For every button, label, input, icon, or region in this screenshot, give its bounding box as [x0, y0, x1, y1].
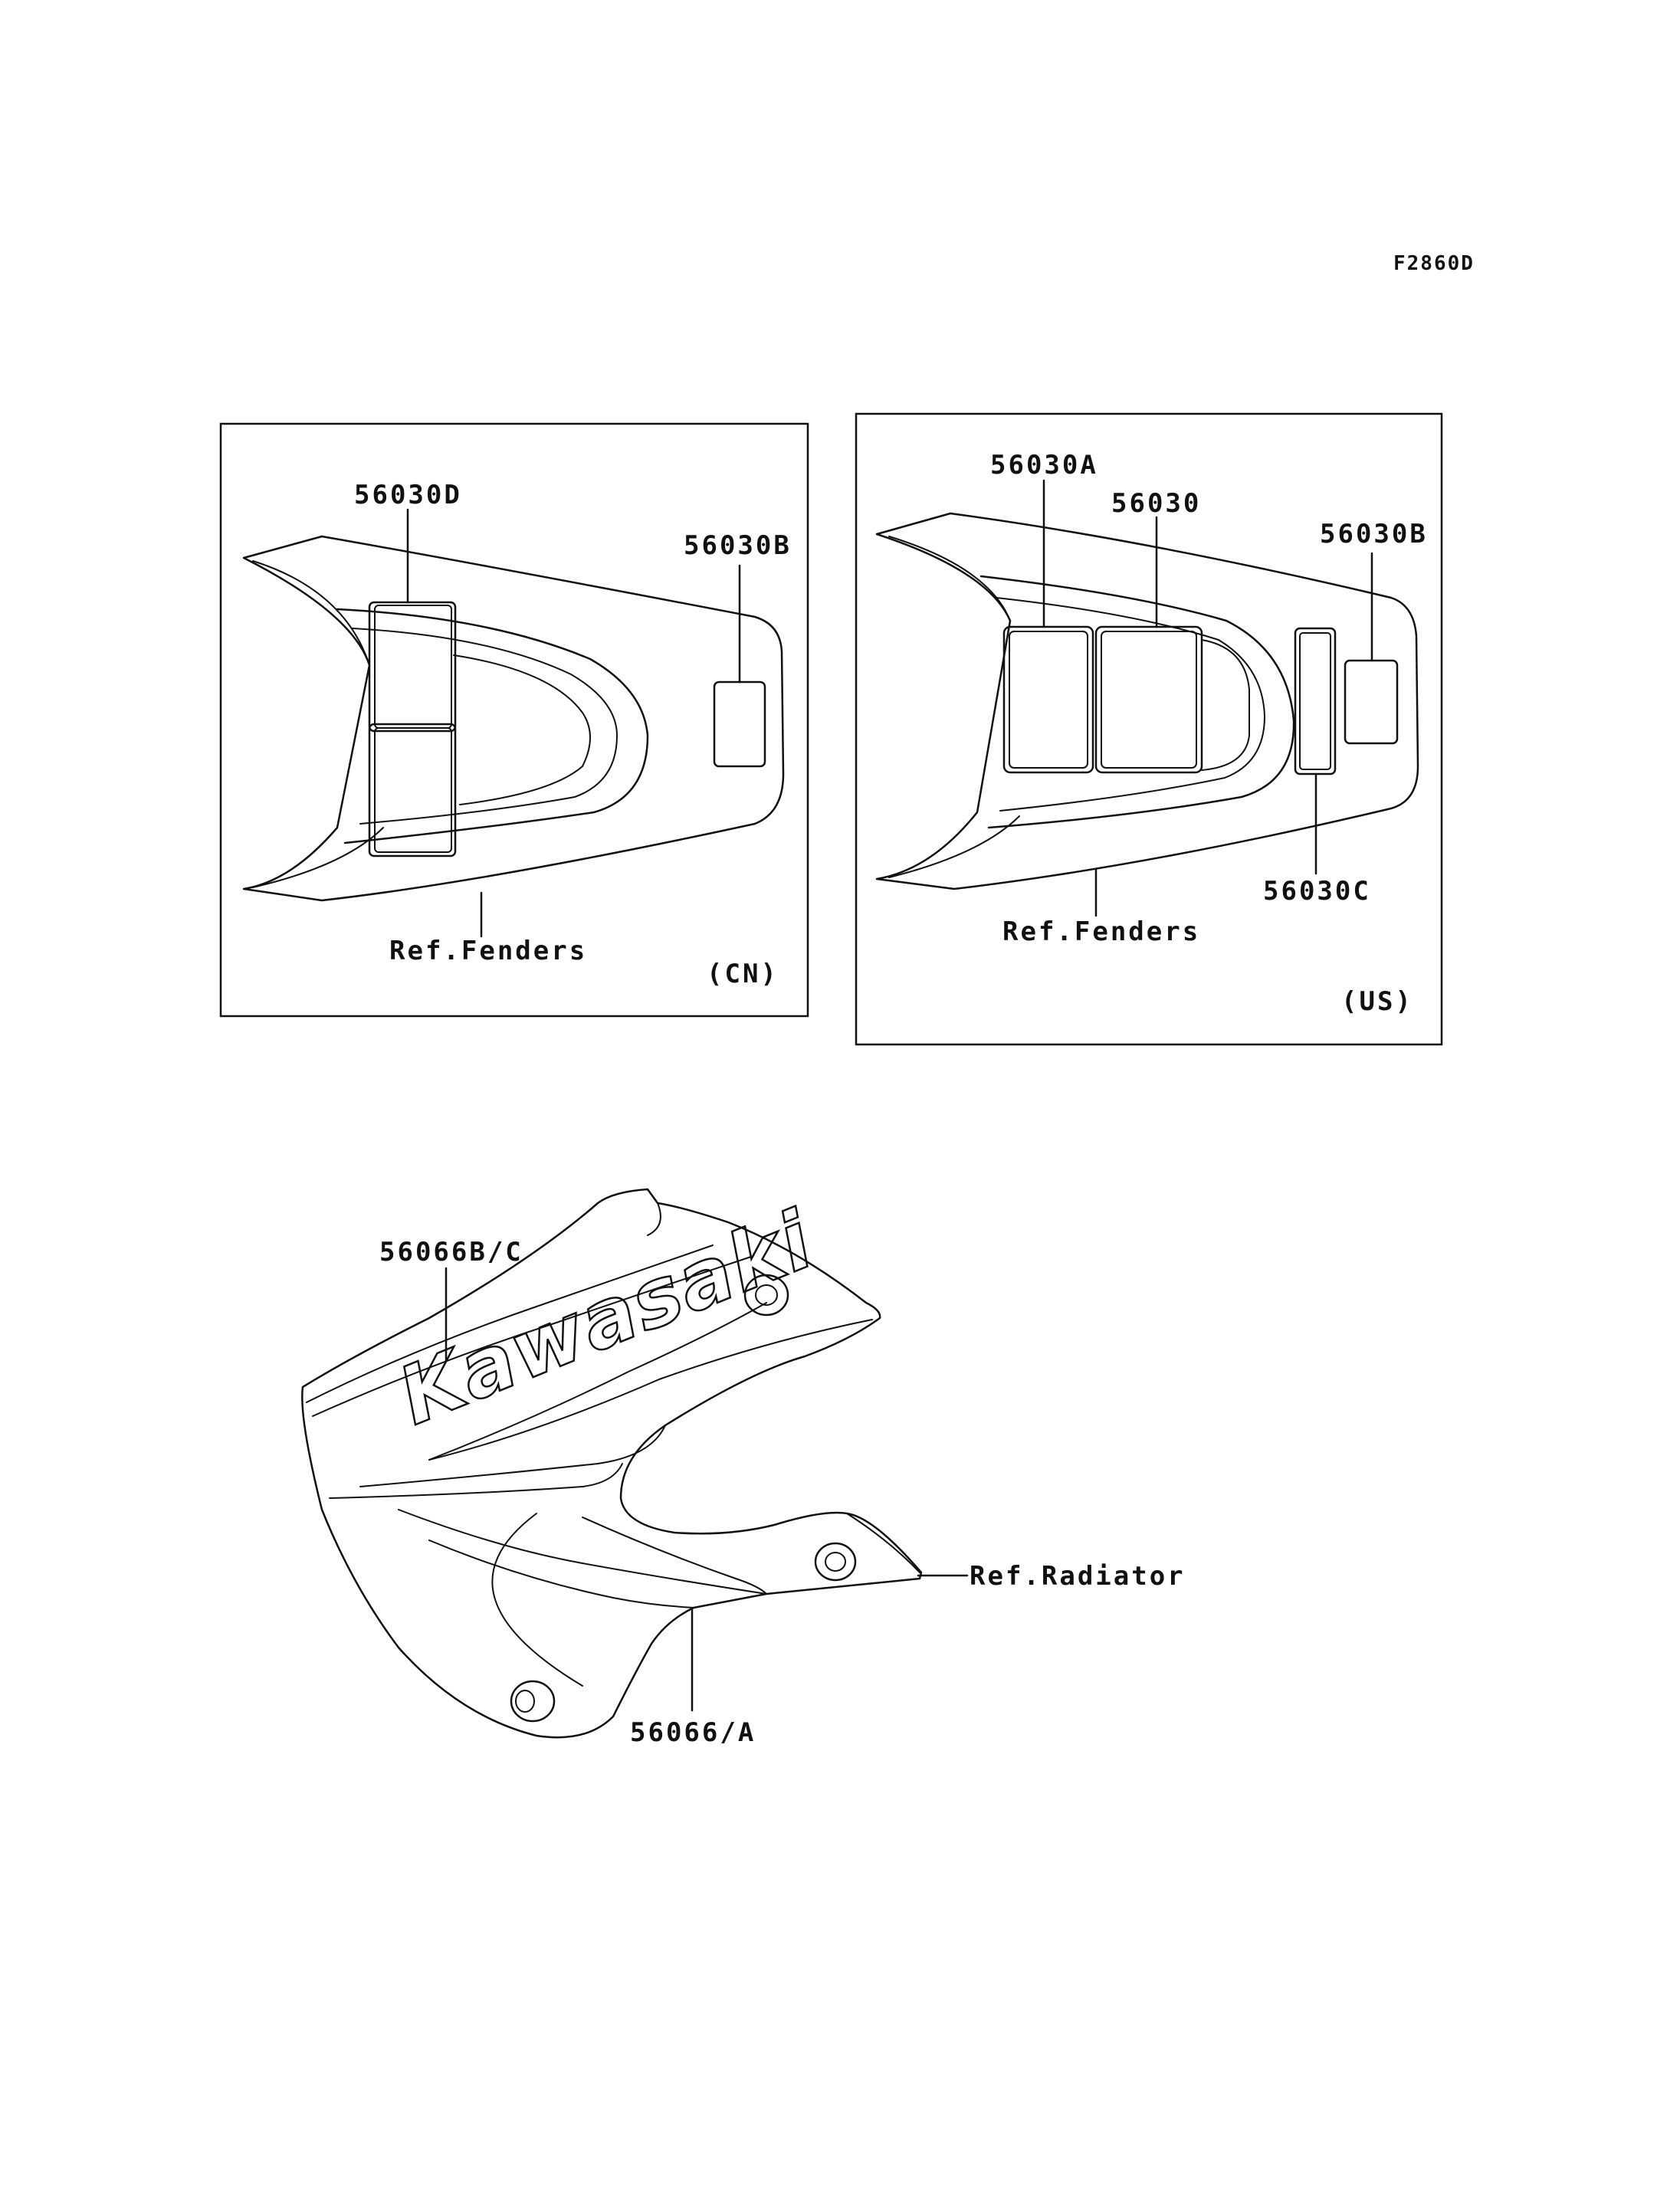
part-56030d: 56030D: [354, 480, 462, 510]
ref-fenders-cn: Ref.Fenders: [389, 936, 587, 966]
part-56030b-cn: 56030B: [684, 530, 792, 561]
ref-fenders-us: Ref.Fenders: [1002, 917, 1200, 947]
label-56030: [1094, 625, 1203, 774]
part-56030a: 56030A: [990, 450, 1098, 480]
panel-cn-frame: [219, 422, 809, 1018]
region-cn: (CN): [707, 959, 779, 989]
bolt-hole-lower: [510, 1680, 556, 1723]
figure-code: F2860D: [1393, 252, 1475, 275]
label-56030a: [1002, 625, 1094, 774]
label-56030d-upper: [368, 601, 457, 733]
panel-us: 56030A 56030 56030B 56030C Ref.Fenders (…: [855, 412, 1443, 1046]
region-us: (US): [1341, 986, 1413, 1017]
label-56030c: [1294, 627, 1337, 776]
ref-radiator: Ref.Radiator: [970, 1561, 1186, 1592]
bolt-hole-right: [814, 1542, 857, 1582]
rear-fender-cn: [242, 535, 785, 902]
panel-cn: 56030D 56030B Ref.Fenders (CN): [219, 422, 809, 1018]
label-56030b-cn: [713, 680, 766, 768]
part-56030c: 56030C: [1263, 876, 1371, 907]
rear-fender-us: [875, 512, 1419, 890]
kawasaki-logo: Kawasaki: [386, 1193, 826, 1444]
bolt-hole-upper: [743, 1274, 789, 1317]
part-56030: 56030: [1111, 488, 1201, 519]
label-56030b-us: [1344, 659, 1399, 745]
radiator-shroud: Kawasaki: [301, 1188, 923, 1739]
panel-us-frame: [855, 412, 1443, 1046]
part-56066-a: 56066/A: [630, 1717, 756, 1748]
part-56030b-us: 56030B: [1320, 519, 1428, 549]
label-56030d-lower: [368, 723, 457, 857]
part-56066b-c: 56066B/C: [379, 1237, 523, 1267]
